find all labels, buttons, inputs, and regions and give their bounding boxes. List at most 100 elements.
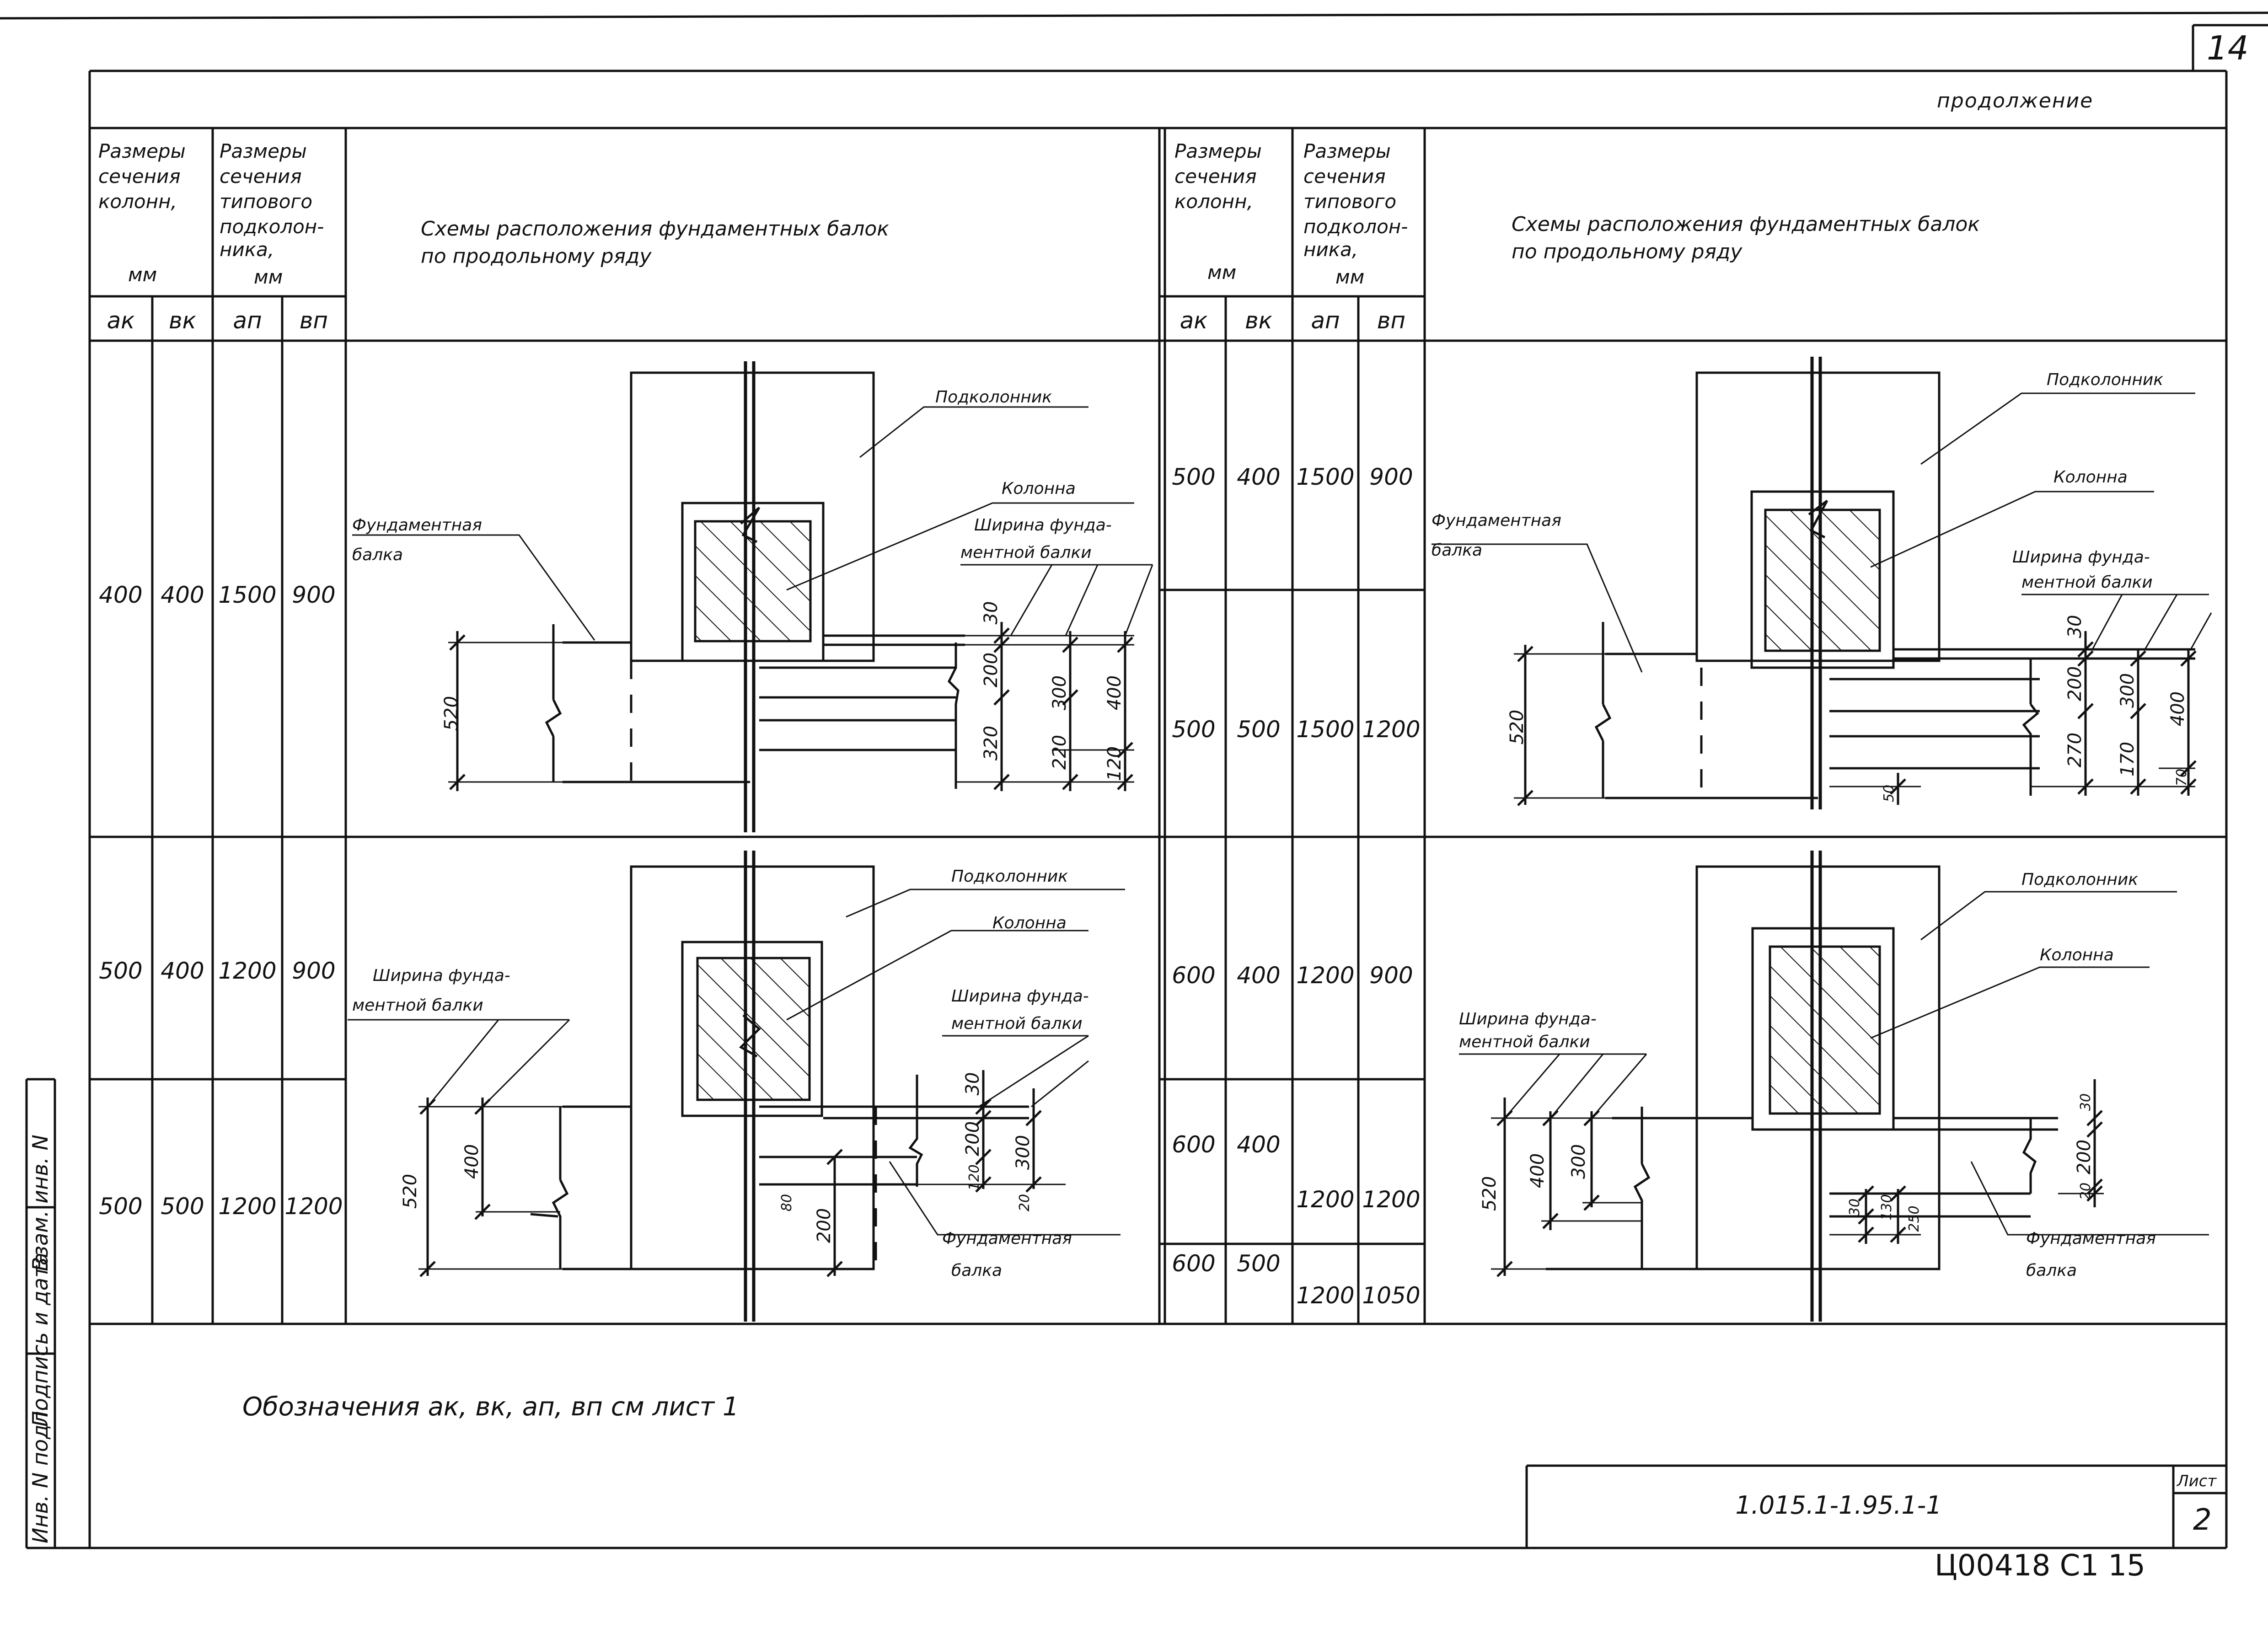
dim-label: 30 [2078,1093,2094,1111]
table-cell: 1200 [1296,1282,1354,1309]
label-subcolumn-3: Подколонник [951,867,1068,886]
dim-label: 520 [1507,710,1528,744]
scheme-top-left: Подколонник Колонна Фундаментная балка Ш… [352,361,1153,832]
scheme-top-right: Подколонник Колонна Фундаментная балка Ш… [1432,357,2212,809]
right-table-rows: 500 400 1500 900 500 500 1500 1200 600 4… [1172,464,1420,1309]
hdr-bk-left: вк [169,307,196,334]
dim-label: 200 [2074,1140,2095,1174]
dim-label: 70 [2174,769,2190,786]
scheme-title-l2: по продольному ряду [421,245,652,268]
sub-size-header-r1: Размеры [1303,140,1391,162]
label-column-1: Колонна [1002,479,1076,498]
table-cell: 1200 [1362,716,1420,743]
dim-label: 400 [1104,675,1125,710]
table-grid [90,127,2226,1325]
scheme-title-r1: Схемы расположения фундаментных балок [1512,213,1980,236]
designation-note: Обозначения ак, вк, ап, вп см лист 1 [242,1392,739,1422]
table-cell: 1500 [1296,464,1354,490]
sub-size-header-l5: ника, [220,238,274,261]
dim-label: 300 [1013,1135,1034,1170]
label-subcolumn-1: Подколонник [935,388,1052,407]
table-cell: 900 [292,958,335,984]
table-cell: 500 [1172,464,1215,490]
dim-label: 130 [1879,1194,1895,1220]
table-cell: 900 [292,582,335,608]
table-cell: 1200 [1296,1186,1354,1213]
table-cell: 1200 [1362,1186,1420,1213]
hdr-ap-left: ап [233,307,262,334]
scheme-title-l1: Схемы расположения фундаментных балок [421,217,889,241]
dim-label: 170 [2117,742,2138,776]
dim-label: 20 [1017,1194,1033,1211]
hdr-bk-right: вк [1245,307,1272,334]
label-found-beam-4a: Фундаментная [2026,1229,2156,1248]
table-cell: 1200 [284,1193,343,1220]
table-cell: 900 [1369,464,1413,490]
sheet-label: Лист [2176,1472,2217,1490]
label-column-4: Колонна [2040,946,2114,964]
dim-label: 300 [1049,675,1070,710]
table-cell: 400 [1237,1131,1280,1158]
label-column-2: Колонна [2054,468,2128,487]
label-beam-width-3a: Ширина фунда- [373,966,510,985]
dim-label: 400 [1527,1153,1548,1188]
dim-label: 120 [966,1164,982,1190]
table-cell: 500 [161,1193,204,1220]
dim-label: 400 [2167,691,2188,726]
col-size-header-r3: колонн, [1174,190,1253,213]
table-cell: 400 [1237,464,1280,490]
dim-label: 220 [1049,735,1070,770]
table-cell: 1200 [1296,962,1354,989]
sheet-frame [0,11,2268,1549]
label-found-beam-3b: балка [951,1261,1002,1280]
table-cell: 600 [1172,1131,1215,1158]
dim-label: 200 [981,653,1002,687]
header-right: Размеры сечения колонн, мм Размеры сечен… [1174,140,1980,334]
dim-label: 520 [441,696,462,731]
dim-label: 300 [2117,673,2138,708]
table-cell: 1200 [218,1193,276,1220]
label-found-beam-2b: балка [1432,541,1482,560]
label-beam-width-1a: Ширина фунда- [974,516,1112,535]
dim-label: 520 [400,1174,421,1209]
sub-size-header-l1: Размеры [220,140,307,162]
hdr-bp-left: вп [300,307,328,334]
table-cell: 500 [1172,716,1215,743]
scheme-title-r2: по продольному ряду [1512,240,1743,263]
label-found-beam-1a: Фундаментная [352,516,482,535]
col-size-header-r4: мм [1207,261,1236,284]
label-beam-width-2b: ментной балки [2021,573,2153,592]
hdr-bp-right: вп [1377,307,1405,334]
col-size-header-l3: колонн, [98,190,177,213]
sub-size-header-l6: мм [254,266,283,288]
table-cell: 400 [1237,962,1280,989]
label-beam-width-3d: ментной балки [951,1014,1083,1033]
table-cell: 500 [1237,716,1280,743]
left-table-rows: 400 400 1500 900 500 400 1200 900 500 50… [99,582,343,1220]
label-subcolumn-4: Подколонник [2021,870,2138,889]
side-stamp-sign: Подпись и дата [28,1253,53,1427]
side-stamp-inv: Инв. N подл. [28,1404,53,1543]
scheme-bottom-left: Подколонник Колонна Ширина фунда- ментно… [348,851,1125,1322]
dim-label: 120 [1104,746,1125,781]
table-cell: 600 [1172,962,1215,989]
col-size-header-l2: сечения [98,165,181,187]
label-found-beam-2a: Фундаментная [1432,511,1561,530]
col-size-header-l4: мм [128,263,157,286]
label-found-beam-4b: балка [2026,1261,2077,1280]
table-cell: 1050 [1362,1282,1420,1309]
dim-label: 200 [2064,666,2086,701]
dim-label: 80 [779,1194,795,1211]
header-left: Размеры сечения колонн, мм Размеры сечен… [98,140,889,334]
dim-label: 300 [1568,1144,1589,1179]
col-size-header-r1: Размеры [1174,140,1262,162]
label-beam-width-4a: Ширина фунда- [1459,1010,1597,1028]
dim-label: 400 [461,1144,483,1179]
dim-label: 30 [2064,615,2086,638]
table-cell: 1500 [1296,716,1354,743]
hdr-ak-right: ак [1180,307,1208,334]
label-beam-width-4b: ментной балки [1459,1033,1590,1051]
table-cell: 400 [99,582,142,608]
drawing-code: 1.015.1-1.95.1-1 [1735,1491,1941,1520]
